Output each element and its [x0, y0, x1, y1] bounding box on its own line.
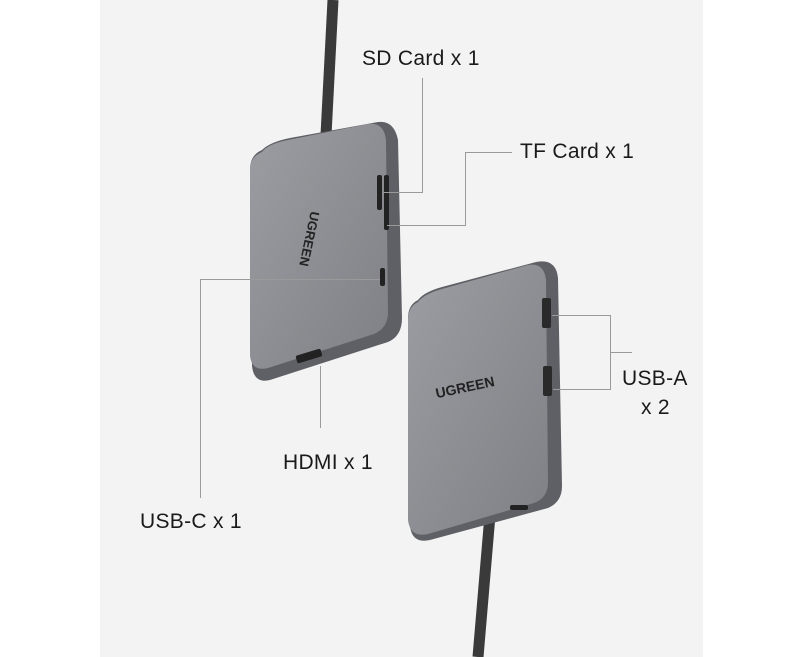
tf-card-label: TF Card x 1 [520, 140, 635, 163]
hub-device-back: UGREEN [250, 121, 402, 381]
usb-c-label: USB-C x 1 [140, 510, 242, 533]
hdmi-port [295, 348, 323, 364]
usb-a-count-label: x 2 [641, 396, 670, 419]
usb-a-line [552, 315, 632, 390]
usb-a-port-1 [542, 298, 551, 328]
tf-card-line [387, 152, 512, 226]
sd-card-label: SD Card x 1 [362, 47, 480, 70]
sd-card-line [383, 78, 423, 193]
cable-bottom [472, 514, 496, 657]
usb-a-label: USB-A [622, 367, 688, 390]
usb-c-line [200, 279, 380, 498]
sd-slot [377, 175, 382, 210]
usb-a-port-2 [543, 366, 552, 396]
hub-device-front: UGREEN [408, 261, 562, 541]
cable-top [320, 0, 339, 136]
callout-lines [200, 78, 632, 498]
usb-c-port [380, 268, 385, 286]
tf-slot [384, 175, 389, 230]
hdmi-label: HDMI x 1 [283, 451, 373, 474]
usb-c-input-port [510, 505, 528, 510]
